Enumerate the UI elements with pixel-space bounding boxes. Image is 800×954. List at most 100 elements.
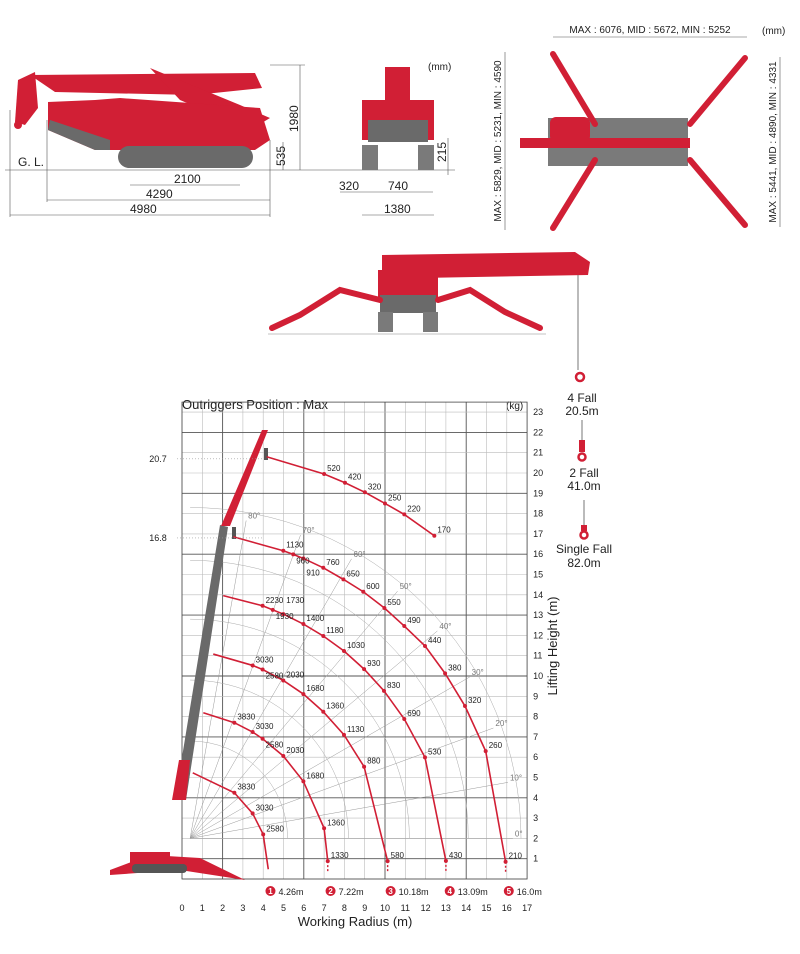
x-tick-label: 16 xyxy=(502,903,512,913)
load-point xyxy=(301,556,306,561)
height-mark-label: 16.8 xyxy=(149,533,167,543)
radius-marker-label: 7.22m xyxy=(339,887,364,897)
rear-outrigger-left xyxy=(269,286,383,331)
outrigger-rear-left xyxy=(550,157,598,231)
load-value-label: 2580 xyxy=(266,741,284,750)
load-value-label: 3030 xyxy=(256,722,274,731)
y-tick-label: 15 xyxy=(533,570,543,580)
load-point xyxy=(270,607,275,612)
load-point xyxy=(301,622,306,627)
boom-angle-line xyxy=(189,590,398,839)
load-point xyxy=(260,736,265,741)
x-tick-label: 11 xyxy=(401,903,410,913)
x-tick-label: 13 xyxy=(441,903,451,913)
load-value-label: 3030 xyxy=(256,655,274,664)
radius-marker-number: 2 xyxy=(328,887,333,896)
y-tick-label: 16 xyxy=(533,549,543,559)
load-point xyxy=(291,552,296,557)
load-point xyxy=(301,779,306,784)
load-value-label: 760 xyxy=(326,558,340,567)
x-tick-label: 5 xyxy=(281,903,286,913)
dim-ground-clearance: 535 xyxy=(274,146,288,166)
rear-track-right xyxy=(423,312,438,332)
outrigger-rear-right xyxy=(687,157,748,228)
rear-outrigger-right xyxy=(435,286,543,331)
dim-height: 1980 xyxy=(287,105,301,132)
hook-2fall-icon xyxy=(577,452,587,462)
front-track-left xyxy=(362,145,378,170)
load-value-label: 2580 xyxy=(266,824,284,833)
boom-angle-label: 20° xyxy=(495,719,507,728)
load-point xyxy=(443,671,448,676)
load-value-label: 880 xyxy=(367,757,381,766)
load-point xyxy=(301,692,306,697)
load-point xyxy=(260,667,265,672)
load-point xyxy=(432,533,437,538)
load-point xyxy=(362,667,367,672)
load-point xyxy=(341,577,346,582)
load-point xyxy=(322,472,327,477)
y-tick-label: 18 xyxy=(533,509,543,519)
load-point xyxy=(325,859,330,864)
x-tick-label: 2 xyxy=(220,903,225,913)
boom-angle-line xyxy=(190,727,494,839)
load-value-label: 440 xyxy=(428,636,442,645)
front-frame xyxy=(368,120,428,142)
top-boom xyxy=(520,138,690,148)
dim-track-gap: 740 xyxy=(388,179,408,193)
hook-2fall-block xyxy=(579,440,585,452)
unit-label-front: (mm) xyxy=(428,62,451,73)
load-point xyxy=(232,790,237,795)
load-point xyxy=(281,678,286,683)
y-tick-label: 19 xyxy=(533,488,543,498)
radius-marker-number: 3 xyxy=(388,887,393,896)
radius-marker-badge xyxy=(503,886,514,896)
boom-angle-line xyxy=(189,535,301,839)
fall-single-height: 82.0m xyxy=(567,556,600,570)
boom-angle-line xyxy=(189,520,247,839)
boom-angle-line xyxy=(190,782,509,839)
plot-frame xyxy=(181,401,528,880)
side-view-drawing: G. L. 1980 535 2100 4290 4980 xyxy=(5,64,455,217)
outer-radius-arc xyxy=(190,560,469,839)
load-value-label: 1330 xyxy=(331,851,349,860)
load-curve xyxy=(266,455,435,537)
dim-front-clearance: 215 xyxy=(435,142,449,162)
load-value-label: 1130 xyxy=(347,725,365,734)
height-mark-label: 20.7 xyxy=(149,454,167,464)
y-tick-label: 23 xyxy=(533,407,543,417)
fall-2-name: 2 Fall xyxy=(569,466,598,480)
boom-angle-label: 40° xyxy=(439,622,451,631)
side-seat-base xyxy=(48,120,110,150)
load-point xyxy=(250,811,255,816)
radius-marker-number: 4 xyxy=(448,887,453,896)
outer-radius-arc xyxy=(190,507,522,839)
load-value-label: 960 xyxy=(296,556,310,565)
radius-marker-number: 1 xyxy=(268,887,273,896)
load-point xyxy=(422,643,427,648)
front-track-right xyxy=(418,145,434,170)
x-tick-label: 1 xyxy=(200,903,205,913)
load-value-label: 260 xyxy=(489,741,503,750)
y-tick-label: 21 xyxy=(533,448,543,458)
load-value-label: 550 xyxy=(387,598,401,607)
load-value-label: 430 xyxy=(449,851,463,860)
x-tick-label: 14 xyxy=(461,903,471,913)
load-value-label: 1680 xyxy=(306,684,324,693)
radius-marker-label: 16.0m xyxy=(517,887,542,897)
boom-angle-label: 50° xyxy=(400,582,412,591)
radius-marker-badge xyxy=(444,886,455,896)
load-point xyxy=(250,663,255,668)
load-point xyxy=(260,603,265,608)
load-value-label: 1360 xyxy=(327,818,345,827)
radius-marker-number: 5 xyxy=(507,887,512,896)
x-tick-label: 3 xyxy=(240,903,245,913)
chart-unit-label: (kg) xyxy=(506,401,523,412)
y-tick-label: 6 xyxy=(533,752,538,762)
fall-4-height: 20.5m xyxy=(565,404,598,418)
load-value-label: 1030 xyxy=(347,641,365,650)
rear-frame xyxy=(380,295,436,313)
radius-marker-badge xyxy=(385,886,396,896)
load-point xyxy=(343,480,348,485)
